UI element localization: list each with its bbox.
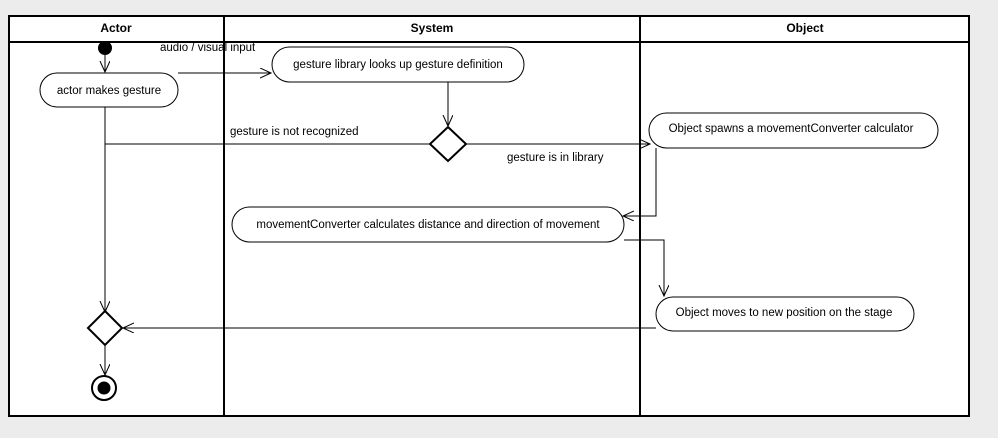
decision-gesture-recognized [428, 125, 468, 163]
final-node-inner [97, 381, 111, 395]
edge-label-audio-visual-input: audio / visual input [160, 42, 256, 54]
edge-converter-to-move [624, 239, 664, 296]
activity-library-lookup-label: gesture library looks up gesture definit… [293, 59, 503, 71]
initial-node [98, 41, 112, 55]
activity-actor-makes-gesture [39, 72, 179, 108]
lane-title-system: System [411, 21, 454, 35]
lane-title-object: Object [786, 21, 823, 35]
edge-label-not-recognized: gesture is not recognized [230, 126, 359, 138]
lane-title-actor: Actor [100, 21, 132, 35]
activity-converter-calculates [231, 206, 625, 243]
activity-object-spawns [648, 112, 939, 149]
activity-object-moves [655, 296, 915, 332]
activity-actor-makes-gesture-label: actor makes gesture [57, 85, 161, 97]
edge-spawn-to-converter [623, 148, 657, 216]
edge-label-in-library: gesture is in library [507, 152, 604, 164]
activity-object-moves-label: Object moves to new position on the stag… [676, 307, 893, 319]
activity-converter-calculates-label: movementConverter calculates distance an… [256, 219, 600, 231]
activity-library-lookup [271, 46, 525, 83]
activity-object-spawns-label: Object spawns a movementConverter calcul… [669, 123, 914, 135]
